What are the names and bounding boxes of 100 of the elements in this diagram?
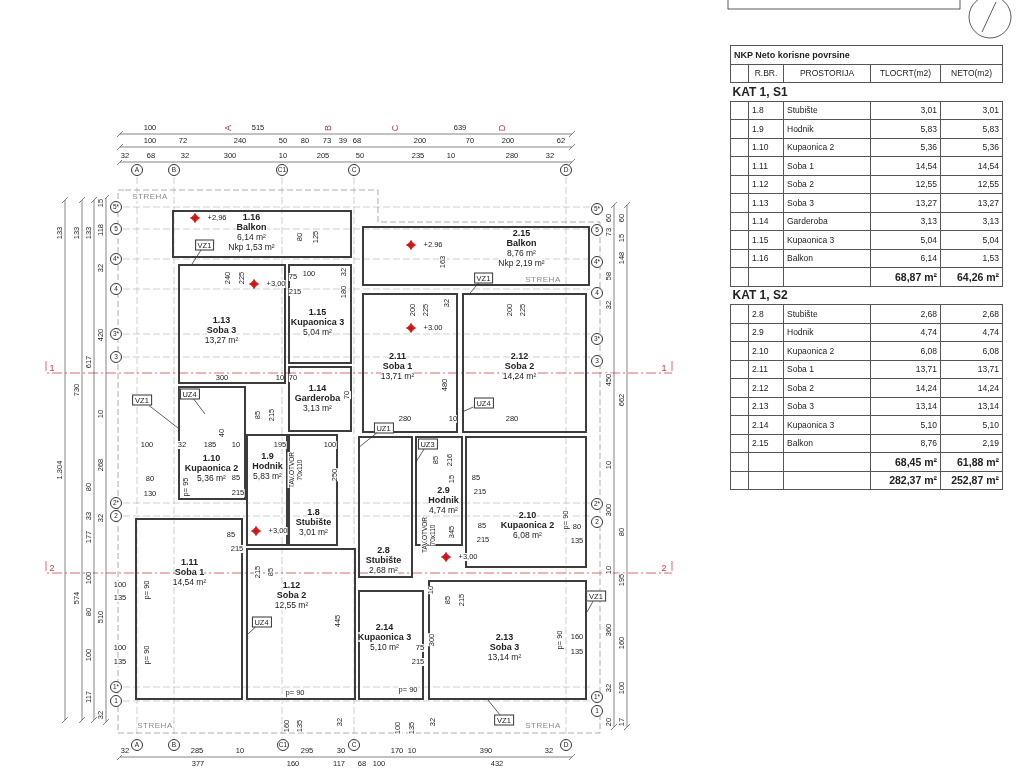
table-cell: 13,14 <box>940 397 1003 416</box>
room-name: Hodnik <box>428 494 459 505</box>
room-number: 2.15 <box>512 227 531 238</box>
table-cell: 61,88 m² <box>940 452 1003 471</box>
table-cell: 4,74 <box>870 323 941 342</box>
table-cell: Soba 1 <box>783 360 871 379</box>
room-name: Garderoba <box>294 392 341 403</box>
table-cell: KAT 1, S1 <box>730 82 1003 101</box>
table-cell: 14,24 <box>940 378 1003 397</box>
room-name: Stubište <box>365 554 402 565</box>
room-number: 1.15 <box>308 306 327 317</box>
room-name: Soba 2 <box>504 360 535 371</box>
table-cell: 68,45 m² <box>870 452 941 471</box>
table-cell: 1.11 <box>748 156 784 175</box>
table-cell: 1.10 <box>748 138 784 157</box>
room-outline <box>358 436 413 578</box>
leader-line <box>461 406 474 413</box>
table-cell: NETO(m2) <box>940 64 1003 83</box>
room-name: Kupaonica 2 <box>500 519 555 530</box>
room-outline <box>288 366 352 432</box>
table-cell: 4,74 <box>940 323 1003 342</box>
room-area: 6,08 m² <box>513 529 542 540</box>
room-name: Soba 2 <box>276 589 307 600</box>
table-cell: 2.8 <box>748 304 784 323</box>
eaves-label: STREHA <box>525 722 561 730</box>
room-number: 2.12 <box>510 350 529 361</box>
table-cell: 13,71 <box>940 360 1003 379</box>
table-cell: 14,54 <box>940 156 1003 175</box>
leader-line <box>191 249 202 265</box>
table-cell: 5,04 <box>870 230 941 249</box>
table-cell: 13,14 <box>870 397 941 416</box>
table-cell: Garderoba <box>783 212 871 231</box>
leader-line <box>415 448 425 463</box>
table-cell: Stubište <box>783 101 871 120</box>
room-area: 14,24 m² <box>502 370 537 381</box>
room-area: 5,04 m² <box>303 326 332 337</box>
room-area: 13,14 m² <box>487 651 522 662</box>
table-cell: 5,36 <box>940 138 1003 157</box>
table-cell: 12,55 <box>870 175 941 194</box>
table-cell: 8,76 <box>870 434 941 453</box>
table-cell: 2.15 <box>748 434 784 453</box>
table-cell: 2.11 <box>748 360 784 379</box>
room-number: 2.11 <box>389 350 406 361</box>
room-area: 3,13 m² <box>303 402 332 413</box>
room-name: Stubište <box>295 516 332 527</box>
table-cell: Kupaonica 2 <box>783 138 871 157</box>
table-cell: 64,26 m² <box>940 267 1003 286</box>
leader-line <box>357 432 378 449</box>
table-cell: 5,10 <box>940 415 1003 434</box>
table-cell: 68,87 m² <box>870 267 941 286</box>
eaves-label: STREHA <box>525 276 561 284</box>
table-cell: 3,13 <box>870 212 941 231</box>
room-name: Kupaonica 3 <box>290 316 345 327</box>
table-cell: 5,83 <box>940 119 1003 138</box>
table-cell: 13,71 <box>870 360 941 379</box>
table-cell: Hodnik <box>783 323 871 342</box>
room-number: 1.14 <box>308 382 327 393</box>
leader-line <box>469 282 480 294</box>
net-area: Nkp 1,53 m² <box>228 241 275 252</box>
table-cell: 5,36 <box>870 138 941 157</box>
table-cell: 14,54 <box>870 156 941 175</box>
table-cell: R.BR. <box>748 64 784 83</box>
room-name: Balkon <box>236 221 267 232</box>
table-cell: 1,53 <box>940 249 1003 268</box>
room-number: 1.11 <box>181 556 198 567</box>
table-cell: Soba 2 <box>783 378 871 397</box>
table-cell: 1.14 <box>748 212 784 231</box>
table-cell: Soba 1 <box>783 156 871 175</box>
room-area: 8,76 m² <box>507 247 536 258</box>
room-name: Soba 1 <box>174 566 205 577</box>
room-outline <box>462 293 587 433</box>
table-cell: 5,04 <box>940 230 1003 249</box>
room-number: 2.9 <box>437 484 450 495</box>
table-cell: 6,08 <box>870 341 941 360</box>
room-area: 3,01 m² <box>299 526 328 537</box>
section-marker: B <box>324 125 332 131</box>
table-cell: 3,13 <box>940 212 1003 231</box>
table-cell: Soba 3 <box>783 193 871 212</box>
table-cell: Soba 2 <box>783 175 871 194</box>
section-marker: 2 <box>49 564 55 572</box>
leader-line <box>148 405 179 429</box>
room-area: 13,27 m² <box>204 334 239 345</box>
table-cell: 252,87 m² <box>940 471 1003 490</box>
table-cell: 2,68 <box>940 304 1003 323</box>
table-cell: 13,27 <box>940 193 1003 212</box>
section-marker: A <box>224 125 232 131</box>
leader-line <box>193 398 206 415</box>
room-number: 1.9 <box>261 450 274 461</box>
table-cell: 1.12 <box>748 175 784 194</box>
room-number: 1.8 <box>307 506 320 517</box>
leader-line <box>487 699 500 715</box>
table-cell: 5,10 <box>870 415 941 434</box>
room-area: 5,36 m² <box>197 472 226 483</box>
table-cell: TLOCRT(m2) <box>870 64 941 83</box>
table-cell: 2,68 <box>870 304 941 323</box>
room-number: 2.13 <box>495 631 514 642</box>
table-cell: 1.13 <box>748 193 784 212</box>
section-marker: C <box>391 124 399 132</box>
table-cell: 5,83 <box>870 119 941 138</box>
room-number: 1.13 <box>212 314 231 325</box>
